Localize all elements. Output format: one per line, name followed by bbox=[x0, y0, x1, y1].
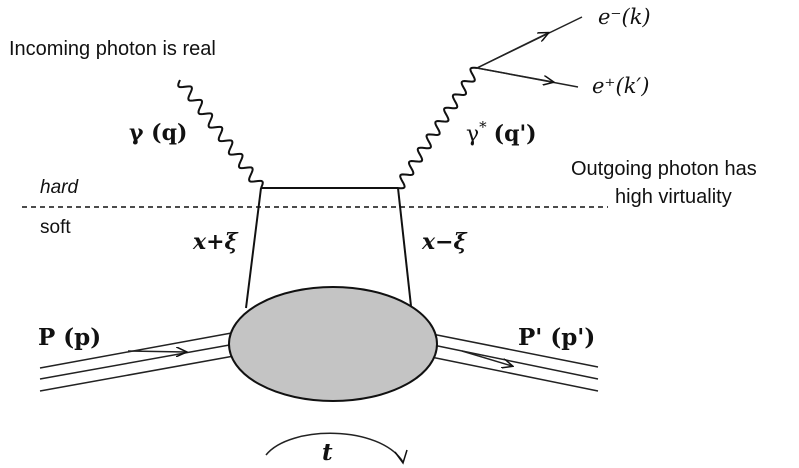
incoming-photon-annotation: Incoming photon is real bbox=[9, 38, 216, 60]
incoming-proton-arrow bbox=[127, 351, 186, 352]
outgoing-photon-momentum: (q') bbox=[494, 121, 537, 147]
outgoing-photon-line bbox=[397, 66, 478, 190]
parton-line-left bbox=[245, 187, 262, 309]
electron-arrow bbox=[476, 33, 548, 69]
outgoing-photon-symbol: γ bbox=[466, 122, 479, 147]
gpd-blob bbox=[228, 286, 438, 402]
outgoing-proton-lines bbox=[430, 333, 599, 392]
incoming-photon-label: γ (q) bbox=[129, 120, 187, 146]
electron-label: e⁻(k) bbox=[598, 5, 651, 29]
positron-arrow bbox=[476, 67, 553, 82]
outgoing-photon-annotation-line1: Outgoing photon has bbox=[571, 158, 757, 180]
outgoing-photon-star: * bbox=[479, 118, 487, 136]
outgoing-photon-annotation-line2: high virtuality bbox=[615, 186, 732, 208]
momentum-fraction-right: x−ξ bbox=[421, 229, 468, 255]
incoming-proton-lines bbox=[39, 331, 238, 392]
outgoing-photon-label: γ* (q') bbox=[466, 118, 537, 147]
momentum-transfer-arrow bbox=[265, 432, 404, 463]
momentum-fraction-left: x+ξ bbox=[192, 229, 239, 255]
momentum-transfer-label: t bbox=[322, 439, 333, 466]
hard-region-label: hard bbox=[40, 177, 79, 198]
incoming-photon-line bbox=[177, 79, 264, 189]
incoming-proton-label: P (p) bbox=[38, 324, 101, 351]
parton-line-right bbox=[397, 187, 412, 307]
soft-region-label: soft bbox=[40, 217, 71, 238]
outgoing-proton-arrow bbox=[461, 350, 512, 366]
positron-label: e⁺(k′) bbox=[592, 74, 649, 98]
momentum-transfer-arrowhead bbox=[394, 449, 408, 465]
outgoing-proton-label: P' (p') bbox=[518, 324, 595, 351]
